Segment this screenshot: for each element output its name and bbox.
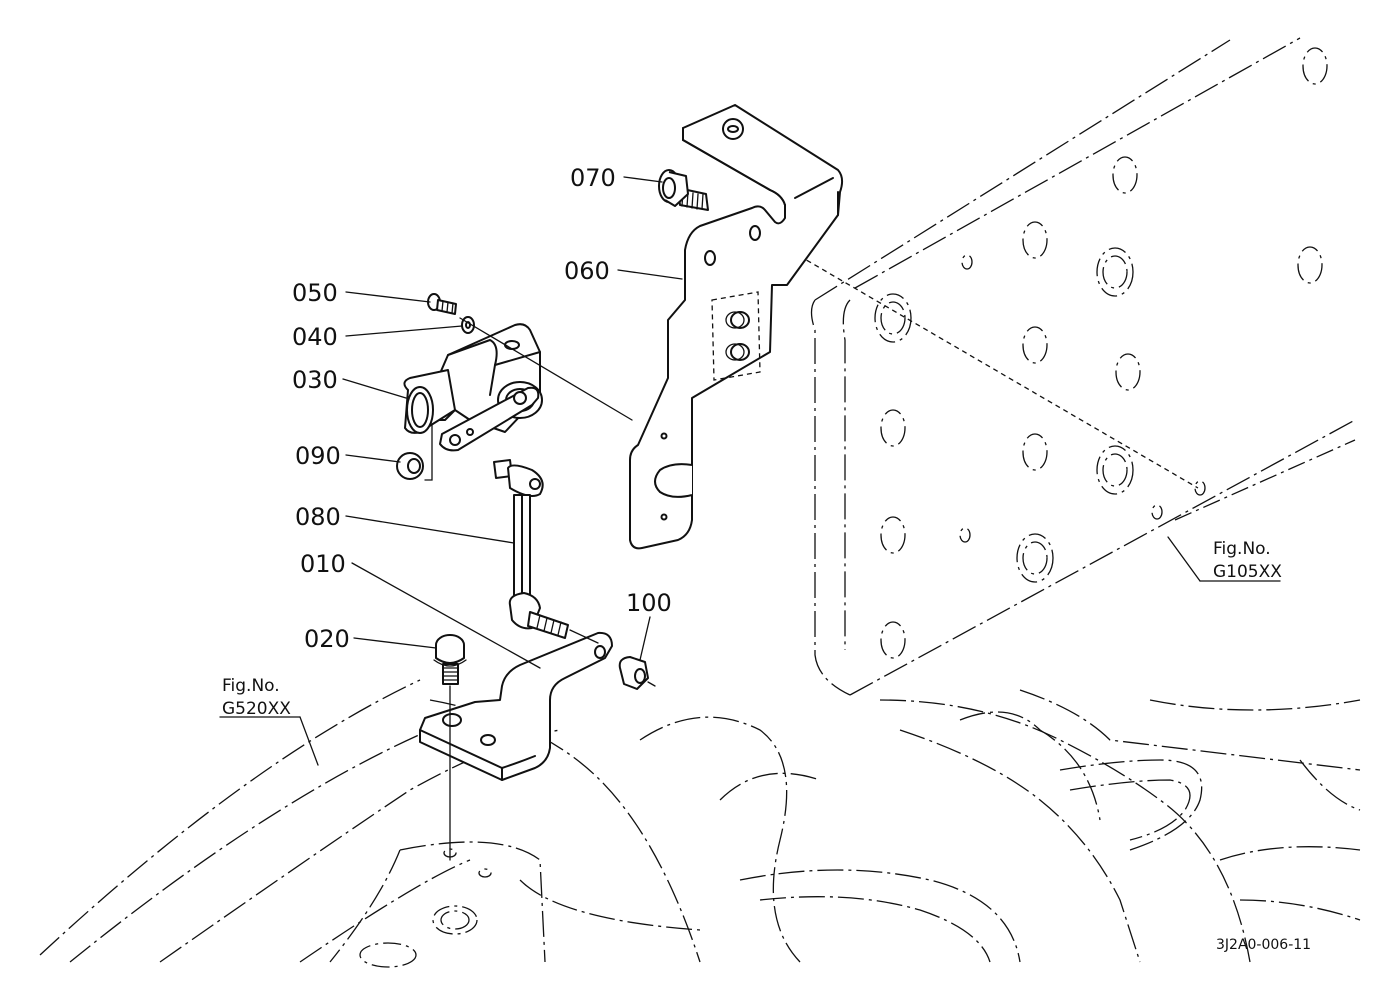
part-010-stay (419, 631, 613, 781)
assembly-lines (449, 317, 656, 861)
part-100-nut (618, 656, 649, 690)
callout-030: 030 (292, 366, 338, 394)
part-090-nut (396, 452, 424, 480)
part-080-link-rod (493, 459, 569, 639)
part-060-bracket (629, 104, 844, 550)
callout-100: 100 (626, 589, 672, 617)
part-070-flange-bolt (658, 169, 709, 211)
figure-reference-axle: Fig.No. G520XX (222, 676, 291, 719)
axle-ref-line2: G520XX (222, 699, 291, 719)
callout-060: 060 (564, 257, 610, 285)
part-020-bolt (433, 634, 467, 685)
axle-ref-line1: Fig.No. (222, 676, 280, 696)
part-050-screw (427, 293, 457, 315)
callout-070: 070 (570, 164, 616, 192)
callout-040: 040 (292, 323, 338, 351)
axle-housing (39, 679, 1361, 968)
callout-labels: 070 060 050 040 030 090 080 010 100 020 (292, 164, 672, 653)
callout-010: 010 (300, 550, 346, 578)
callout-090: 090 (295, 442, 341, 470)
frame-plate (759, 37, 1356, 696)
part-040-washer (461, 316, 475, 334)
figure-reference-frame: Fig.No. G105XX (1213, 539, 1282, 582)
frame-ref-line2: G105XX (1213, 562, 1282, 582)
frame-ref-line1: Fig.No. (1213, 539, 1271, 559)
part-030-height-sensor (403, 323, 543, 481)
leader-lines (219, 176, 1281, 766)
drawing-code: 3J2A0-006-11 (1216, 937, 1311, 953)
callout-020: 020 (304, 625, 350, 653)
callout-080: 080 (295, 503, 341, 531)
callout-050: 050 (292, 279, 338, 307)
